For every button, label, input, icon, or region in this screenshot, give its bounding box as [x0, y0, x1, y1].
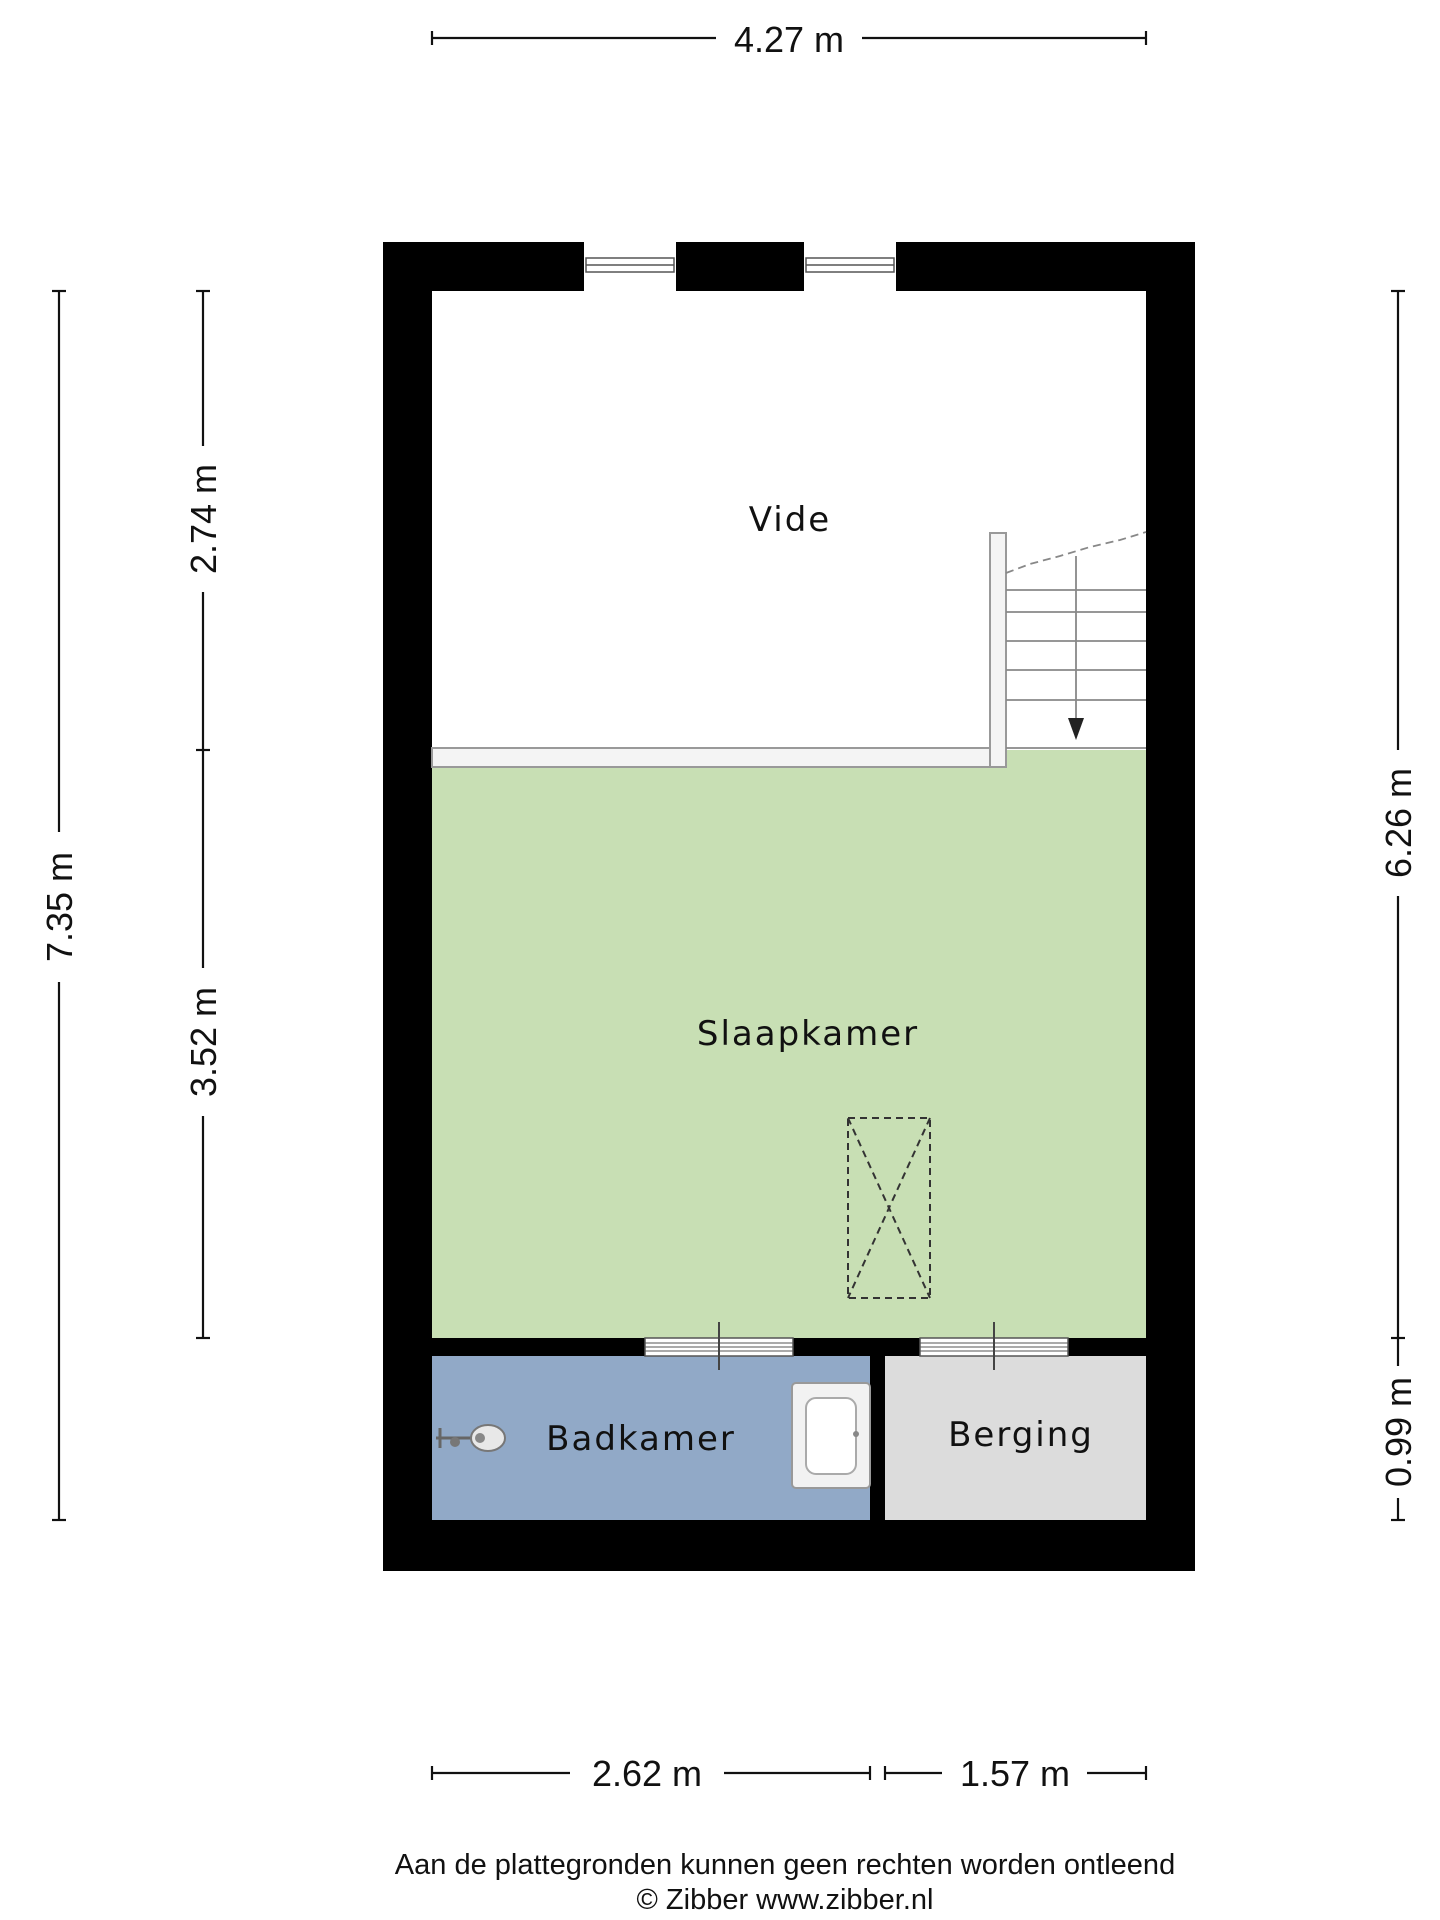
room-label-vide: Vide [749, 500, 831, 540]
dim-right-lower: 0.99 m [1378, 1377, 1419, 1487]
berging-floor [885, 1356, 1146, 1520]
dim-bottom-right: 1.57 m [960, 1753, 1070, 1794]
footer-copyright: © Zibber www.zibber.nl [637, 1884, 934, 1916]
top-window-left [584, 242, 676, 291]
dim-left-total: 7.35 m [39, 852, 80, 962]
dim-top-width: 4.27 m [734, 19, 844, 60]
dimension-lines [52, 31, 1405, 1780]
room-label-badkamer: Badkamer [546, 1419, 736, 1459]
dim-bottom-left: 2.62 m [592, 1753, 702, 1794]
interior-window-berging [919, 1322, 1069, 1370]
top-window-right [804, 242, 896, 291]
shower-icon [436, 1424, 506, 1452]
vide-railing [431, 532, 1007, 768]
dim-right-upper: 6.26 m [1378, 768, 1419, 878]
interior-wall-vertical [870, 1356, 885, 1520]
roof-hatch [847, 1117, 931, 1299]
room-label-berging: Berging [948, 1415, 1094, 1455]
footer-disclaimer: Aan de plattegronden kunnen geen rechten… [395, 1849, 1175, 1881]
dim-left-lower: 3.52 m [183, 987, 224, 1097]
interior-window-badkamer [644, 1322, 794, 1370]
dim-left-upper: 2.74 m [183, 464, 224, 574]
staircase [1005, 531, 1147, 749]
stair-floor [1004, 530, 1146, 750]
slaapkamer-floor [432, 750, 1146, 1338]
sink-icon [791, 1382, 871, 1489]
stair-arrow-icon [1068, 718, 1084, 740]
room-label-slaapkamer: Slaapkamer [697, 1014, 919, 1054]
